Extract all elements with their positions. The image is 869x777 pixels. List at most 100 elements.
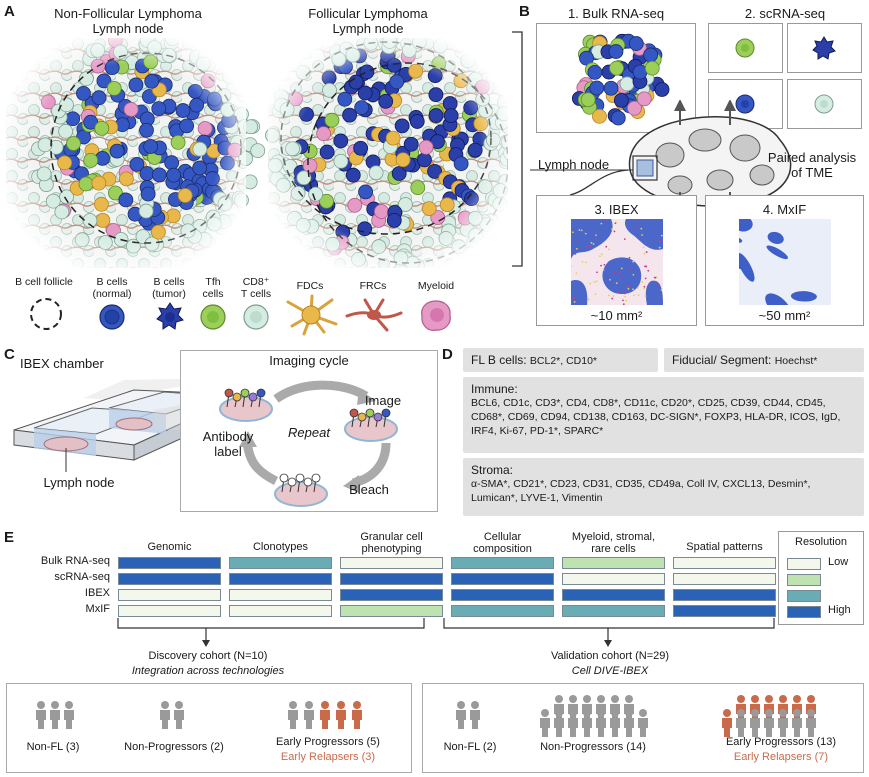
val-relapsers-label: Early Relapsers (7) (733, 751, 829, 763)
person-icon (736, 709, 746, 737)
immune-markers: BCL6, CD1c, CD3*, CD4, CD8*, CD11c, CD20… (471, 397, 841, 437)
fiducial-markers: Hoechst* (774, 355, 818, 367)
matrix-cell (118, 605, 221, 617)
person-icon (64, 701, 74, 729)
resolution-high-label: High (828, 604, 851, 616)
col-header-2: Granular cell phenotyping (360, 531, 423, 555)
person-icon (174, 701, 184, 729)
matrix-cell (562, 557, 665, 569)
resolution-legend: Resolution Low High (778, 531, 864, 625)
matrix-cell (229, 589, 332, 601)
legend-myeloid-label: Myeloid (417, 280, 455, 292)
mxif-tissue-image (739, 219, 831, 305)
row-label-2: IBEX (84, 587, 110, 599)
val-nonfl-label: Non-FL (2) (443, 741, 497, 753)
imaging-cycle-box: Imaging cycle Image Repeat Antibody labe… (180, 350, 438, 512)
stroma-title: Stroma: (471, 463, 514, 477)
matrix-cell (562, 573, 665, 585)
person-icon (582, 709, 592, 737)
lymph-node-label: Lymph node (538, 157, 610, 172)
legend-frc-label: FRCs (359, 280, 387, 292)
fdc-icon (286, 294, 338, 336)
matrix-cell (118, 589, 221, 601)
person-icon (722, 709, 732, 737)
lymph-node-illustrations (6, 38, 508, 268)
mxif-title: 4. MxIF (762, 202, 807, 217)
person-icon (792, 709, 802, 737)
mxif-area-label: ~50 mm² (758, 308, 811, 323)
row-label-1: scRNA-seq (54, 571, 110, 583)
paired-analysis-label: Paired analysis of TME (767, 150, 857, 180)
person-icon (320, 701, 330, 729)
panel-b-bracket (512, 31, 523, 267)
matrix-cell (340, 573, 443, 585)
disc-earlyprog-label: Early Progressors (5) (276, 736, 380, 748)
stroma-box: Stroma: α-SMA*, CD21*, CD23, CD31, CD35,… (463, 458, 864, 516)
image-label: Image (364, 393, 402, 408)
fl-b-cells-markers: BCL2*, CD10* (529, 355, 598, 367)
person-icon (36, 701, 46, 729)
person-icon (750, 709, 760, 737)
dashed-circle-icon (30, 298, 62, 330)
resolution-swatch-4 (787, 606, 821, 618)
frc-icon (345, 298, 403, 332)
fl-node (265, 38, 508, 268)
val-earlyprog-label: Early Progressors (13) (725, 736, 837, 748)
matrix-cell (451, 557, 554, 569)
ibex-chamber-label: IBEX chamber (20, 356, 104, 371)
person-icon (568, 709, 578, 737)
legend-fdc-label: FDCs (296, 280, 324, 292)
immune-box: Immune: BCL6, CD1c, CD3*, CD4, CD8*, CD1… (463, 377, 864, 453)
sc-well-1 (708, 23, 783, 73)
person-icon (160, 701, 170, 729)
fiducial-box: Fiducial/ Segment: Hoechst* (664, 348, 864, 372)
mxif-box: 4. MxIF ~50 mm² (705, 195, 864, 326)
disc-nonprog-label: Non-Progressors (2) (124, 741, 224, 753)
ibex-tissue-image (571, 219, 663, 305)
bleach-label: Bleach (349, 482, 389, 497)
matrix-cell (673, 557, 776, 569)
chamber-lymph-node-label: Lymph node (43, 475, 115, 490)
scrnaseq-title: 2. scRNA-seq (744, 6, 826, 21)
imaging-cycle-title: Imaging cycle (269, 353, 349, 368)
matrix-cell (451, 573, 554, 585)
matrix-cell (451, 589, 554, 601)
legend-bnormal-label: B cells (normal) (92, 276, 132, 300)
panel-b-letter: B (519, 3, 530, 20)
legend-btumor-label: B cells (tumor) (152, 276, 186, 300)
resolution-low-label: Low (828, 556, 849, 568)
person-icon (470, 701, 480, 729)
resolution-swatch-1 (787, 558, 821, 570)
col-header-1: Clonotypes (252, 541, 309, 553)
col-header-4: Myeloid, stromal, rare cells (571, 531, 656, 555)
matrix-cell (562, 605, 665, 617)
panel-a-letter: A (4, 3, 15, 20)
validation-title: Validation cohort (N=29) (550, 650, 670, 662)
ibex-title: 3. IBEX (594, 202, 639, 217)
cohort-brackets (117, 618, 775, 647)
validation-subtitle: Cell DIVE-IBEX (571, 665, 649, 677)
sc-well-4 (787, 79, 862, 129)
disc-nonfl-label: Non-FL (3) (26, 741, 80, 753)
resolution-title: Resolution (795, 536, 847, 548)
person-icon (352, 701, 362, 729)
matrix-cell (118, 557, 221, 569)
matrix-cell (229, 573, 332, 585)
person-icon (778, 709, 788, 737)
fl-b-cells-box: FL B cells: BCL2*, CD10* (463, 348, 658, 372)
panel-c-letter: C (4, 346, 15, 363)
bulk-cell-cluster (571, 33, 670, 126)
matrix-cell (673, 605, 776, 617)
matrix-cell (673, 589, 776, 601)
non-fl-node (6, 38, 266, 268)
resolution-swatch-3 (787, 590, 821, 602)
person-icon (638, 709, 648, 737)
legend-tfh-label: Tfh cells (202, 276, 224, 300)
matrix-cell (451, 605, 554, 617)
person-icon (554, 709, 564, 737)
person-icon (806, 709, 816, 737)
panel-e-letter: E (4, 529, 15, 546)
row-label-3: MxIF (85, 603, 110, 615)
person-icon (764, 709, 774, 737)
matrix-cell (229, 605, 332, 617)
